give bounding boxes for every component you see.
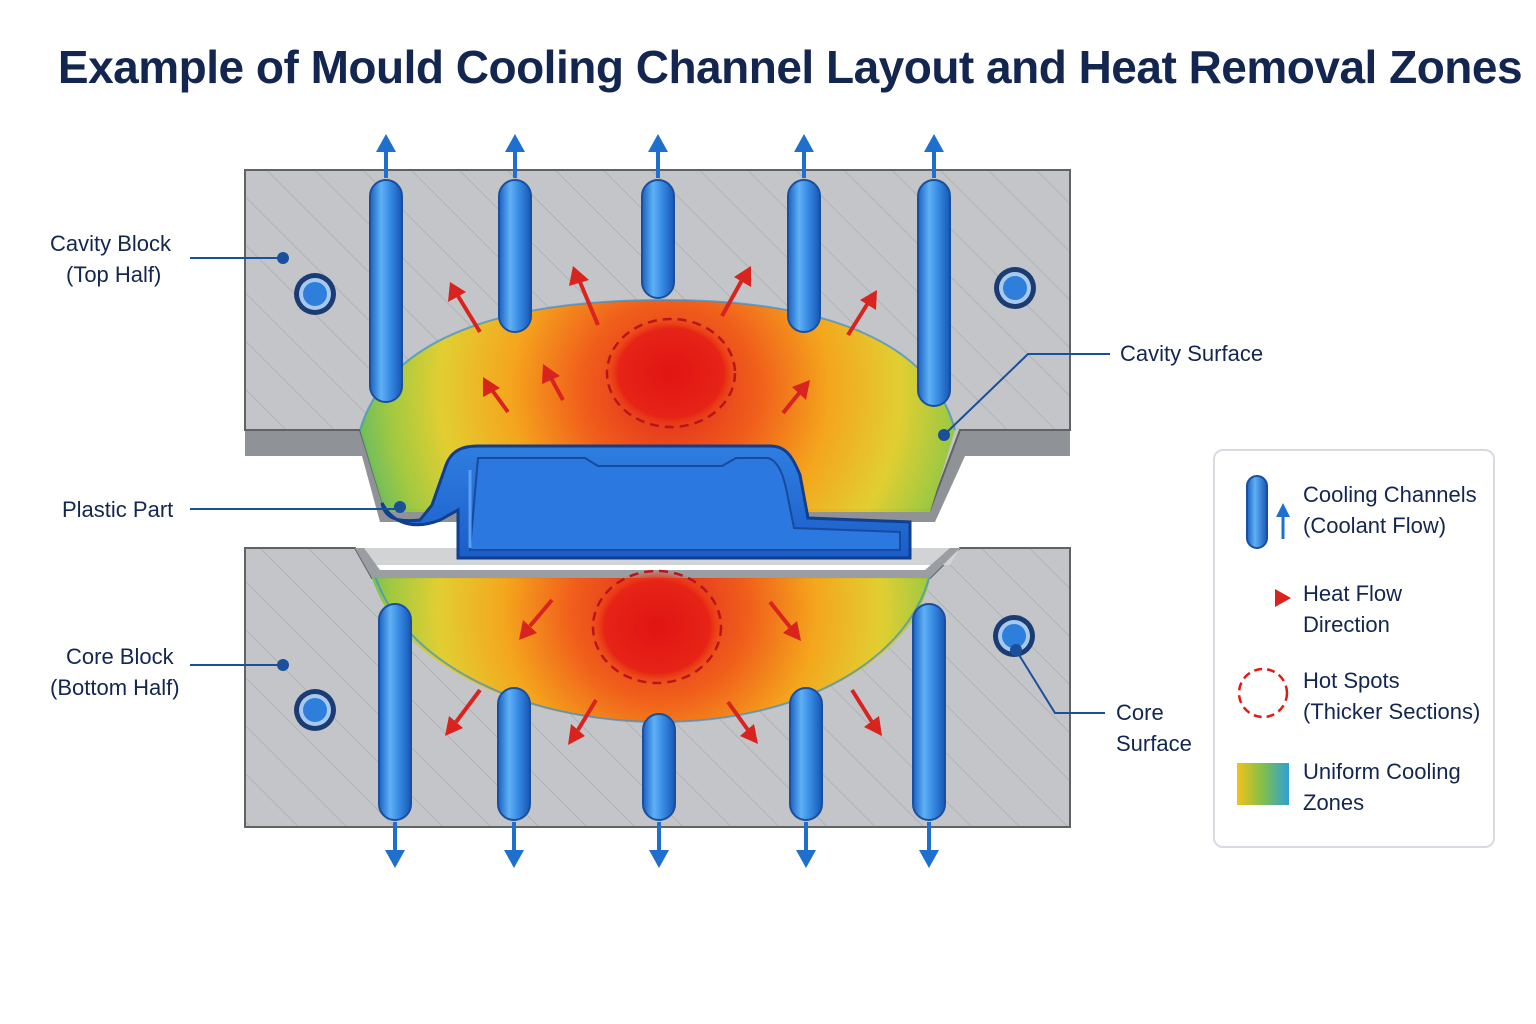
- cooling-channel: [498, 134, 532, 333]
- cooling-channel: [642, 713, 676, 868]
- heat-flow-arrows-top: [448, 266, 877, 415]
- cavity-surface-label: Cavity Surface: [1120, 341, 1264, 366]
- heat-flow-arrow: [445, 688, 482, 736]
- cooling-channels-bottom: [378, 603, 946, 868]
- heat-flow-arrow-icon: [1241, 589, 1291, 607]
- legend: Cooling Channels (Coolant Flow) Heat Flo…: [1213, 449, 1495, 848]
- heat-flow-arrow: [846, 290, 877, 337]
- core-block-label: Core Block (Bottom Half): [50, 644, 180, 700]
- heat-flow-arrow: [569, 266, 600, 326]
- legend-cooling-channels: Cooling Channels (Coolant Flow): [1303, 482, 1477, 538]
- legend-hot-spots: Hot Spots (Thicker Sections): [1303, 668, 1481, 724]
- plastic-part: [380, 444, 912, 560]
- page-title: Example of Mould Cooling Channel Layout …: [57, 41, 1523, 93]
- water-port-icon: [294, 273, 336, 315]
- core-block: [244, 547, 1071, 828]
- hot-spot-top: [605, 317, 737, 429]
- cooling-channel-icon: [1246, 475, 1290, 549]
- heat-flow-arrow: [542, 364, 565, 401]
- hot-spot-bottom: [591, 569, 723, 685]
- heat-flow-arrows-bottom: [445, 598, 882, 745]
- core-surface-label: Core Surface: [1116, 700, 1192, 756]
- heat-flow-arrow: [519, 598, 554, 640]
- cooling-channel: [369, 134, 403, 403]
- cooling-channel: [912, 603, 946, 868]
- cooling-channel: [497, 687, 531, 868]
- cooling-channel: [789, 687, 823, 868]
- leader-lines: [190, 252, 1110, 714]
- cooling-channel: [641, 134, 675, 299]
- cooling-channel: [917, 134, 951, 407]
- cooling-channel: [787, 134, 821, 333]
- water-port-icon: [294, 689, 336, 731]
- heat-flow-arrow: [720, 266, 751, 317]
- cooling-channel: [378, 603, 412, 868]
- heat-flow-arrow: [568, 698, 598, 745]
- uniform-cooling-swatch: [1237, 763, 1289, 805]
- legend-uniform-cooling: Uniform Cooling Zones: [1303, 759, 1461, 815]
- heat-flow-arrow: [726, 700, 758, 744]
- legend-heat-flow: Heat Flow Direction: [1303, 581, 1403, 637]
- heat-flow-arrow: [448, 282, 482, 334]
- heat-flow-arrow: [483, 377, 510, 414]
- hot-spot-icon: [1237, 667, 1289, 719]
- heat-flow-arrow: [850, 688, 882, 736]
- cooling-channels-top: [369, 134, 951, 407]
- heat-flow-arrow: [768, 600, 801, 641]
- cavity-block-label: Cavity Block (Top Half): [50, 231, 172, 287]
- water-port-icon: [994, 267, 1036, 309]
- heat-flow-arrow: [781, 380, 810, 415]
- water-port-icon: [993, 615, 1035, 657]
- plastic-part-label: Plastic Part: [62, 497, 174, 522]
